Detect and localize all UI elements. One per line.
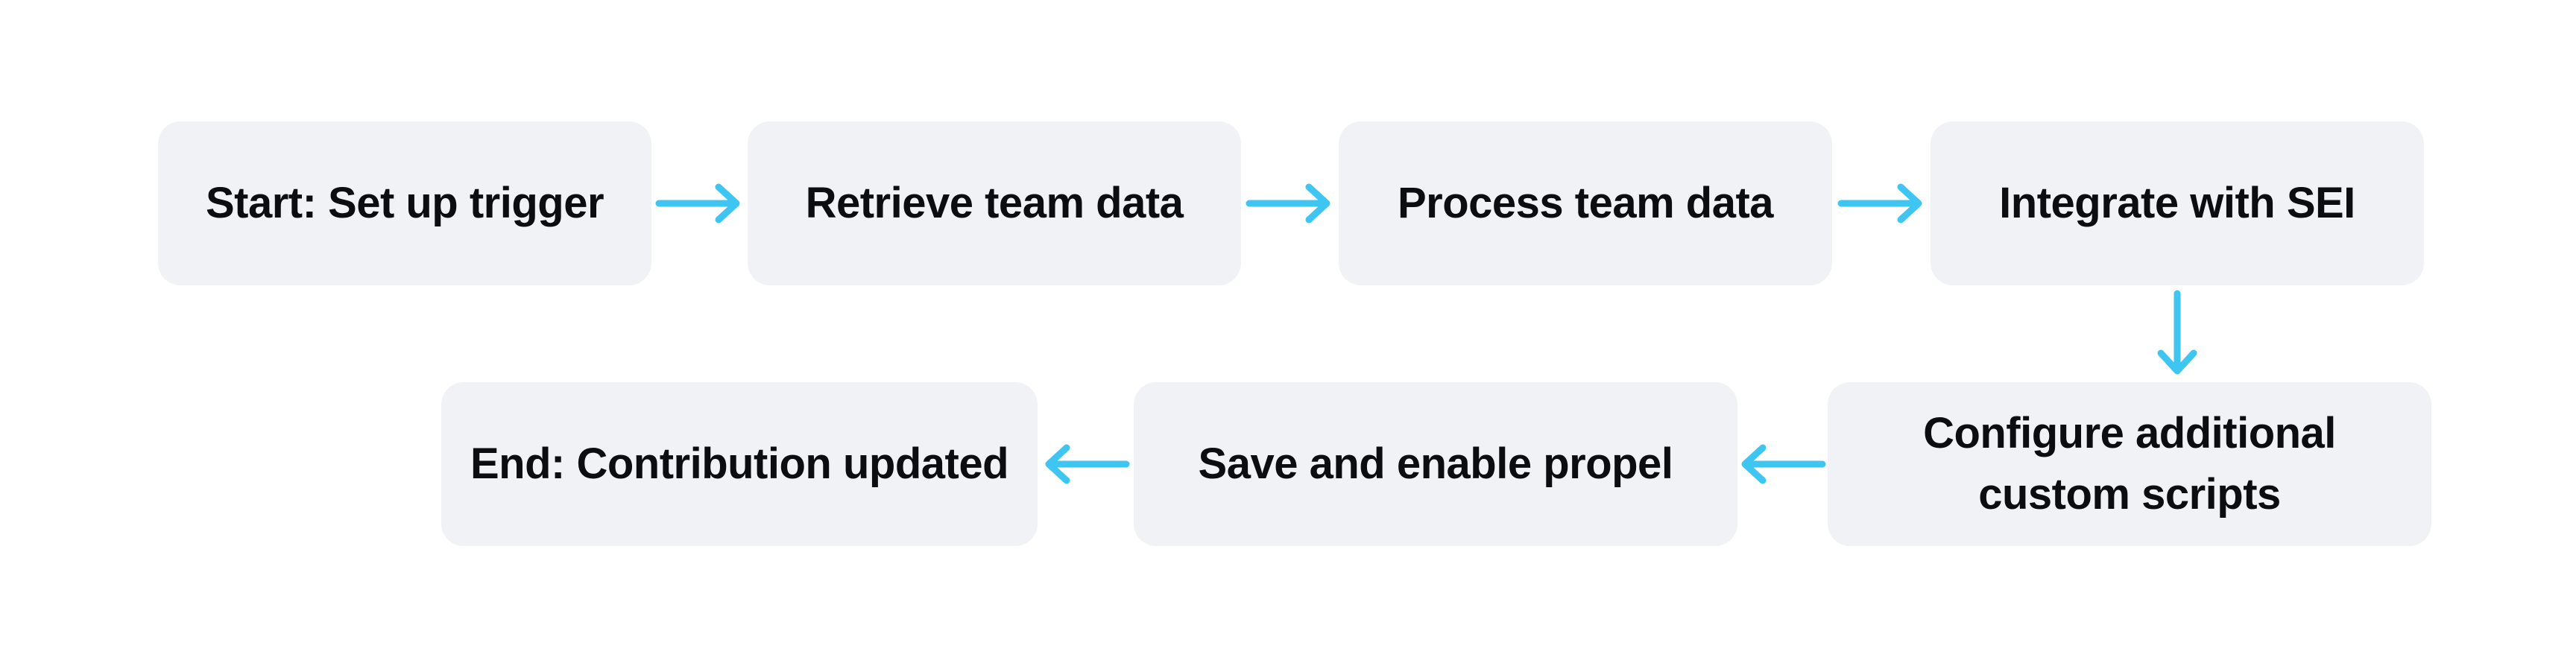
arrow-left-icon — [1737, 442, 1827, 486]
flow-node-label: End: Contribution updated — [470, 440, 1009, 488]
arrow-right-icon — [654, 181, 744, 226]
flow-node-label: Retrieve team data — [805, 179, 1184, 227]
arrow-left-icon — [1041, 442, 1131, 486]
arrow-right-icon — [1245, 181, 1334, 226]
flow-node-save-and-enable-propel: Save and enable propel — [1134, 382, 1737, 546]
flow-node-configure-custom-scripts: Configure additional custom scripts — [1828, 382, 2431, 546]
flow-node-label: Save and enable propel — [1198, 440, 1673, 488]
flow-node-process-team-data: Process team data — [1339, 121, 1832, 285]
flow-node-end: End: Contribution updated — [441, 382, 1038, 546]
flow-node-label: Configure additional custom scripts — [1923, 409, 2336, 519]
flow-node-retrieve-team-data: Retrieve team data — [748, 121, 1241, 285]
flow-node-label: Integrate with SEI — [1999, 179, 2355, 227]
arrow-down-icon — [2155, 289, 2200, 378]
arrow-right-icon — [1837, 181, 1926, 226]
flow-node-label: Process team data — [1397, 179, 1774, 227]
flow-node-label: Start: Set up trigger — [205, 179, 604, 227]
flow-node-start: Start: Set up trigger — [158, 121, 651, 285]
flow-node-integrate-with-sei: Integrate with SEI — [1931, 121, 2424, 285]
